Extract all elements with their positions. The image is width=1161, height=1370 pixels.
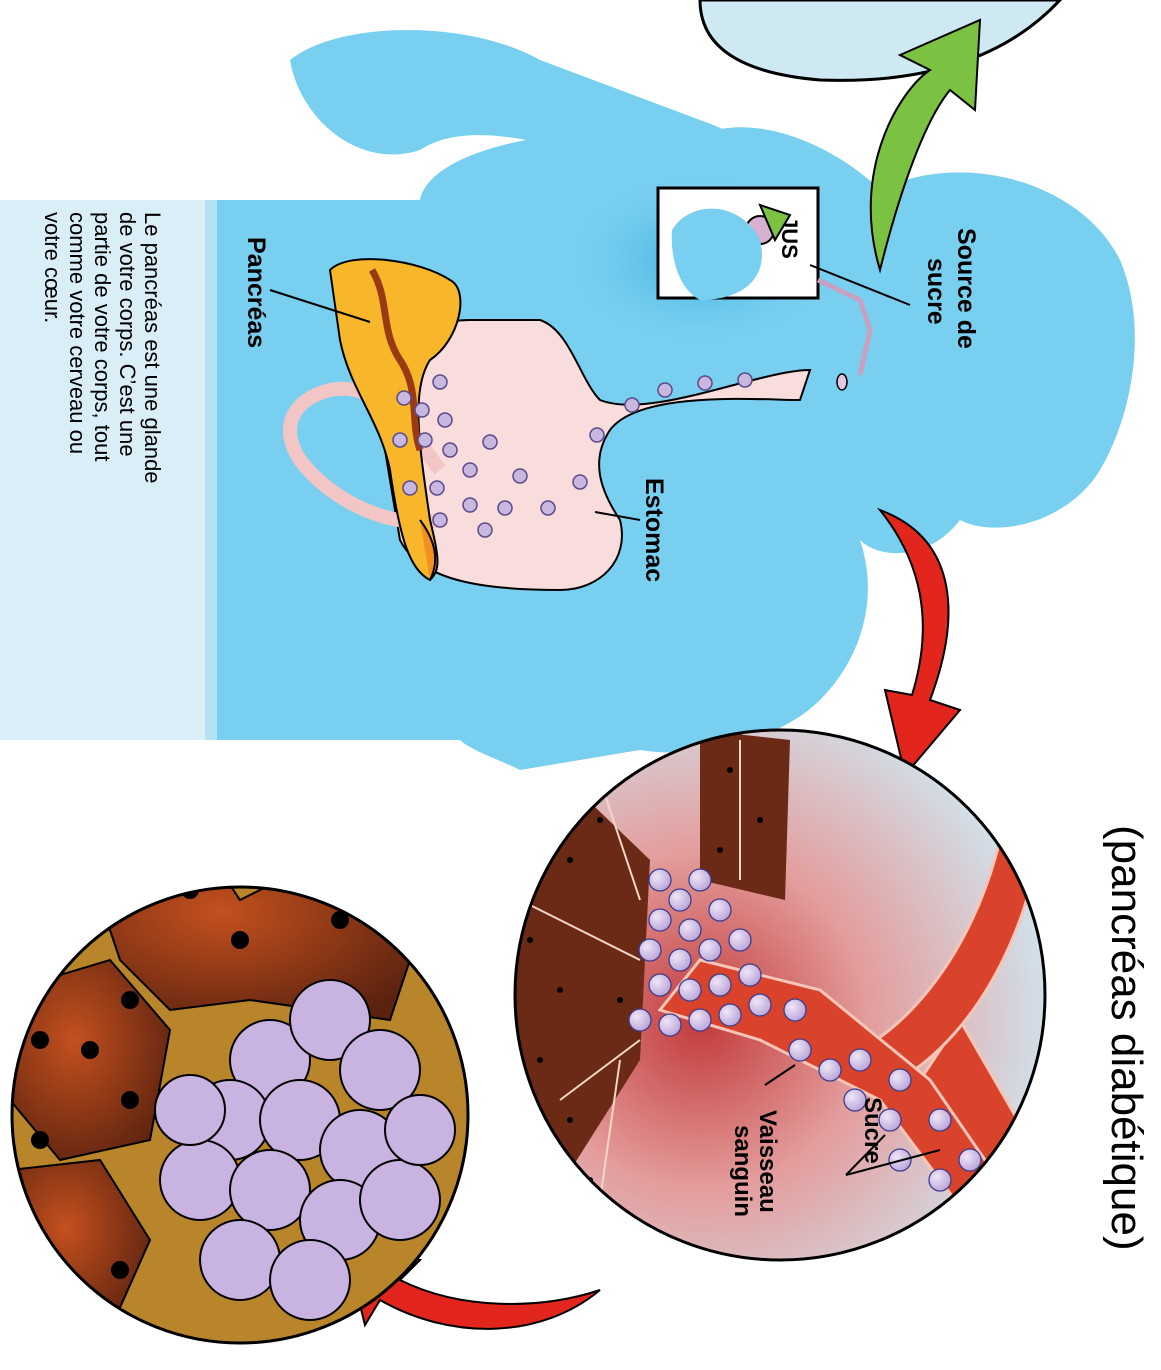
zoom-circle-cells [10,840,468,1343]
estomac-label: Estomac [640,478,668,582]
top-zoom-circle [700,0,1060,80]
zoom-circle-pancreas: Sucre Vaisseau sanguin [500,720,1110,1300]
vaisseau-label-2: sanguin [729,1125,756,1217]
description-line-2: de votre corps. C’est une [115,212,140,457]
source-label-2: sucre [922,258,950,325]
description-box: Le pancréas est une glande de votre corp… [0,200,205,740]
description-line-3: partie de votre corps, tout [90,212,115,461]
description-line-1: Le pancréas est une glande [140,212,165,484]
vaisseau-label-1: Vaisseau [754,1110,781,1213]
description-line-5: votre cœur. [40,212,65,323]
diagram-title: (pancréas diabétique) [1102,825,1151,1251]
description-line-4: comme votre cerveau ou [65,212,90,454]
source-label-1: Source de [952,228,980,349]
pancreas-label: Pancréas [242,237,270,348]
sucre-label: Sucre [859,1097,886,1164]
